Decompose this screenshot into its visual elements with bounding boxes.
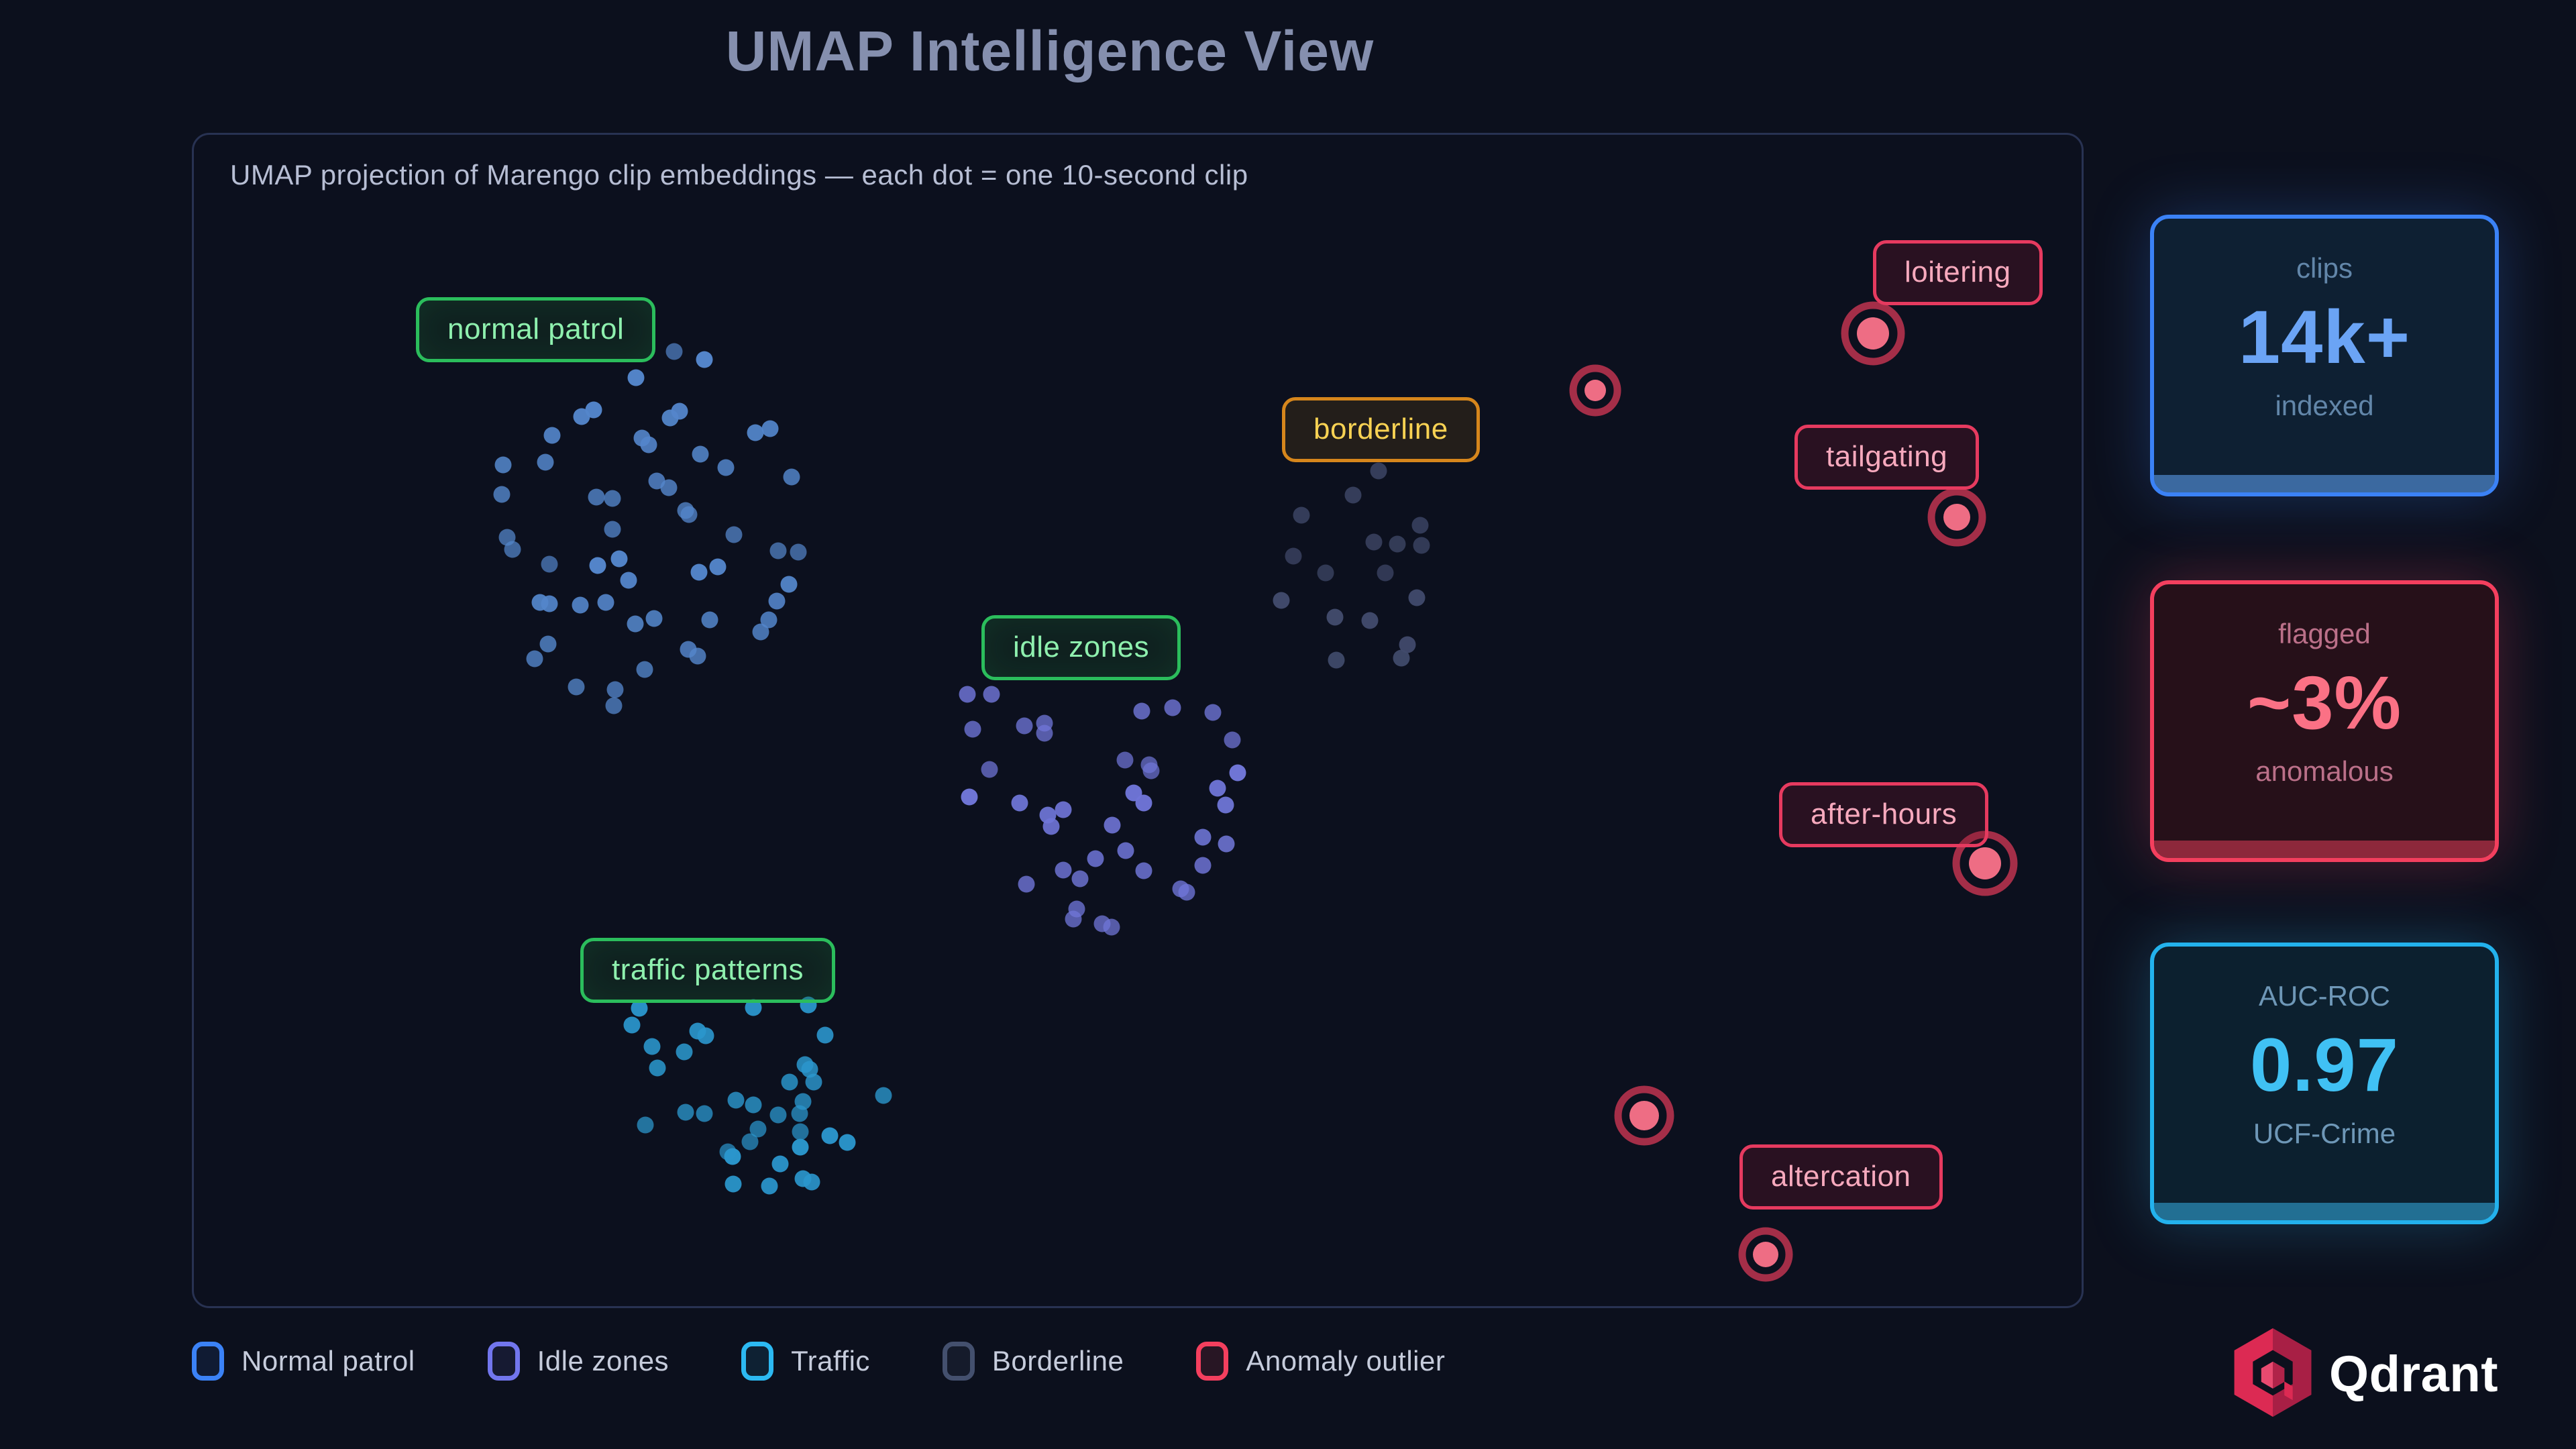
stat-card-top-label: AUC-ROC xyxy=(2259,979,2390,1012)
stat-card-flagged: flagged ~3% anomalous xyxy=(2150,580,2499,862)
cluster-label-loitering: loitering xyxy=(1873,240,2043,305)
stat-card-bottom-label: indexed xyxy=(2275,389,2374,421)
brand-name: Qdrant xyxy=(2329,1346,2499,1403)
legend-item-idle-zones[interactable]: Idle zones xyxy=(487,1342,669,1381)
brand: Qdrant xyxy=(2234,1328,2498,1420)
stat-card-accent-bar xyxy=(2154,475,2495,492)
legend-swatch-icon xyxy=(487,1342,520,1381)
plot-subtitle: UMAP projection of Marengo clip embeddin… xyxy=(230,159,1248,191)
legend-label: Anomaly outlier xyxy=(1246,1345,1446,1377)
legend-item-normal-patrol[interactable]: Normal patrol xyxy=(192,1342,415,1381)
legend-swatch-icon xyxy=(192,1342,224,1381)
stat-card-bottom-label: UCF-Crime xyxy=(2253,1117,2396,1149)
legend: Normal patrol Idle zones Traffic Borderline… xyxy=(192,1342,1445,1381)
cluster-label-normal-patrol: normal patrol xyxy=(416,297,656,362)
legend-item-borderline[interactable]: Borderline xyxy=(942,1342,1124,1381)
legend-label: Normal patrol xyxy=(241,1345,415,1377)
legend-label: Borderline xyxy=(991,1345,1124,1377)
page-title: UMAP Intelligence View xyxy=(725,19,1375,83)
stat-card-bottom-label: anomalous xyxy=(2255,755,2394,787)
cluster-label-idle-zones: idle zones xyxy=(981,615,1181,680)
cluster-label-after-hours: after-hours xyxy=(1779,782,1989,847)
stat-card-accent-bar xyxy=(2154,841,2495,858)
cluster-label-traffic-patterns: traffic patterns xyxy=(580,938,835,1003)
stat-card-top-label: flagged xyxy=(2278,617,2371,649)
stat-card-accent-bar xyxy=(2154,1203,2495,1220)
legend-label: Idle zones xyxy=(537,1345,669,1377)
umap-plot-panel: UMAP projection of Marengo clip embeddin… xyxy=(192,133,2084,1308)
stat-card-clips: clips 14k+ indexed xyxy=(2150,215,2499,496)
stat-card-value: 0.97 xyxy=(2250,1022,2399,1107)
stat-card-top-label: clips xyxy=(2296,252,2353,284)
cluster-label-altercation: altercation xyxy=(1739,1144,1943,1210)
cluster-label-borderline: borderline xyxy=(1282,397,1480,462)
cluster-label-tailgating: tailgating xyxy=(1794,425,1980,490)
stat-card-value: ~3% xyxy=(2247,660,2402,745)
legend-item-anomaly-outlier[interactable]: Anomaly outlier xyxy=(1196,1342,1445,1381)
stat-card-auc-roc: AUC-ROC 0.97 UCF-Crime xyxy=(2150,943,2499,1224)
qdrant-logo-icon xyxy=(2234,1328,2312,1420)
legend-item-traffic[interactable]: Traffic xyxy=(741,1342,870,1381)
legend-label: Traffic xyxy=(791,1345,870,1377)
legend-swatch-icon xyxy=(942,1342,975,1381)
legend-swatch-icon xyxy=(741,1342,774,1381)
legend-swatch-icon xyxy=(1196,1342,1229,1381)
stat-card-value: 14k+ xyxy=(2238,294,2411,379)
